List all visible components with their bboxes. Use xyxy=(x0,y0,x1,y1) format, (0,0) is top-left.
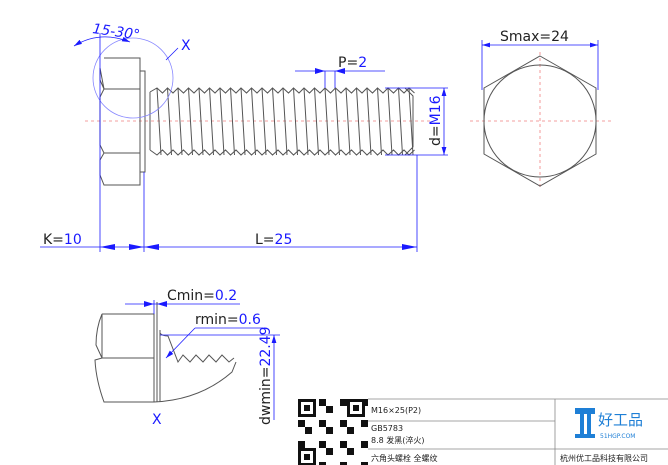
bolt-head xyxy=(99,57,141,186)
cmin-prefix: Cmin= xyxy=(167,288,215,304)
diameter-value: M16 xyxy=(428,95,444,125)
smax-prefix: Smax= xyxy=(500,29,551,45)
svg-text:L=25: L=25 xyxy=(255,232,292,248)
pitch-value: 2 xyxy=(358,55,367,71)
pitch-prefix: P= xyxy=(338,55,358,71)
head-height-value: 10 xyxy=(64,232,82,248)
detail-circle xyxy=(92,37,174,119)
length-value: 25 xyxy=(275,232,293,248)
hex-outline xyxy=(483,55,597,187)
washer-face xyxy=(139,70,146,173)
rmin-value: 0.6 xyxy=(239,312,261,328)
angle-label: 15-30° xyxy=(91,21,140,43)
svg-text:d=M16: d=M16 xyxy=(428,95,444,146)
main-view: X 15-30° P=2 d=M16 K=10 L=25 xyxy=(40,21,448,252)
product-name: 六角头螺栓 全螺纹 xyxy=(371,453,438,463)
cmin-value: 0.2 xyxy=(215,288,237,304)
detail-mark: X xyxy=(181,38,191,54)
chamfer-circle xyxy=(483,64,597,178)
end-view: Smax=24 xyxy=(470,29,612,190)
logo-url: 51HGP.COM xyxy=(600,433,635,440)
brand-logo: 好工品 51HGP.COM xyxy=(575,408,643,440)
spec-text: M16×25(P2) xyxy=(371,406,421,415)
length-prefix: L= xyxy=(255,232,275,248)
svg-text:Cmin=0.2: Cmin=0.2 xyxy=(167,288,237,304)
svg-text:K=10: K=10 xyxy=(43,232,82,248)
svg-text:Smax=24: Smax=24 xyxy=(500,29,569,45)
dwmin-value: 22.49 xyxy=(258,326,274,366)
title-block: M16×25(P2) GB5783 8.8 发黑(淬火) 六角头螺栓 全螺纹 杭… xyxy=(298,398,668,465)
diameter-prefix: d= xyxy=(428,125,444,146)
grade-text: 8.8 发黑(淬火) xyxy=(371,435,425,445)
svg-text:P=2: P=2 xyxy=(338,55,367,71)
svg-text:rmin=0.6: rmin=0.6 xyxy=(195,312,261,328)
smax-value: 24 xyxy=(551,29,569,45)
dwmin-prefix: dwmin= xyxy=(258,367,274,425)
head-height-prefix: K= xyxy=(43,232,64,248)
detail-view: Cmin=0.2 rmin=0.6 dwmin=22.49 X xyxy=(94,288,280,428)
rmin-prefix: rmin= xyxy=(195,312,239,328)
detail-mark-x: X xyxy=(152,412,162,428)
qr-code xyxy=(298,399,368,465)
company-name: 杭州优工品科技有限公司 xyxy=(560,453,648,463)
svg-text:dwmin=22.49: dwmin=22.49 xyxy=(258,326,274,425)
thread-section xyxy=(149,87,415,156)
standard-text: GB5783 xyxy=(371,424,403,433)
logo-text: 好工品 xyxy=(598,411,643,429)
